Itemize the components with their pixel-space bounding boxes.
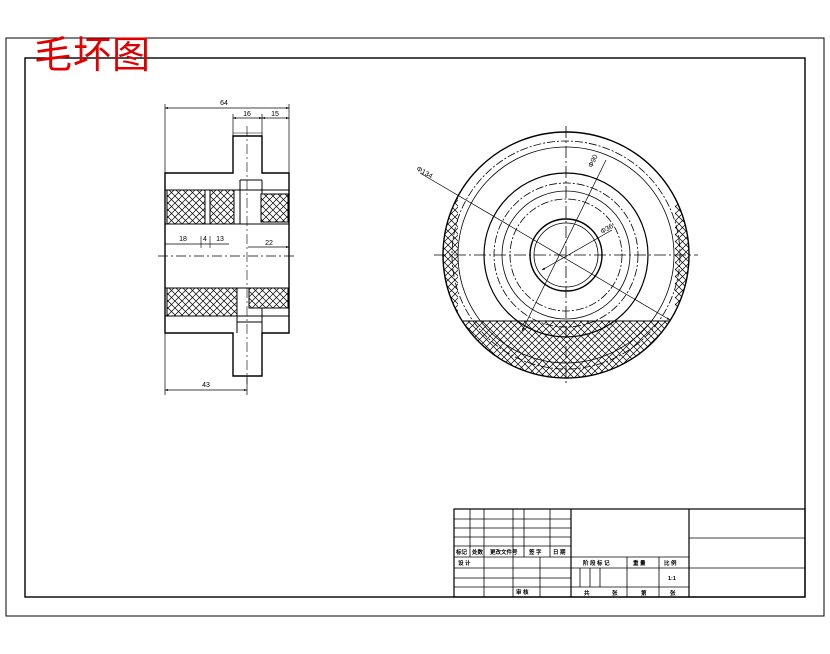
end-dim-texts: Φ134 Φ90 Φ36 [415, 154, 615, 236]
section-dim-texts: 64 16 15 18 4 13 22 43 [179, 100, 279, 389]
rev-header-date: 日 期 [553, 548, 566, 556]
label-sheets-total: 共 [584, 589, 590, 597]
hatch-top-left [166, 189, 206, 225]
rev-header-sign: 签 字 [528, 548, 542, 556]
leader-mid [521, 159, 607, 332]
dim-hub-right: 15 [271, 111, 279, 118]
value-scale: 1:1 [668, 576, 676, 582]
label-sheets-total-unit: 张 [612, 589, 618, 597]
dim-overall-width: 64 [220, 100, 228, 107]
leader-outer [419, 172, 671, 321]
dim-seg-a: 18 [179, 236, 187, 243]
hatch-bot-right [248, 287, 289, 309]
rev-header-file: 更改文件号 [490, 548, 518, 556]
dim-bore-diameter: Φ36 [600, 223, 615, 236]
dim-bore-right: 22 [265, 240, 273, 247]
inner-frame [24, 57, 806, 598]
drawing-title: 毛坏图 [34, 33, 152, 77]
dim-seg-c: 13 [216, 236, 224, 243]
dim-seg-b: 4 [203, 236, 207, 243]
dim-flange-width: 16 [243, 111, 251, 118]
label-stage-mark: 阶 段 标 记 [583, 559, 610, 567]
leader-bore [541, 229, 613, 271]
label-sheet-no: 第 [641, 589, 647, 597]
outer-frame [5, 37, 825, 617]
title-block [453, 508, 806, 598]
end-view [419, 126, 698, 384]
rev-header-mark: 标记 [455, 548, 468, 556]
dim-outer-diameter: Φ134 [415, 166, 434, 181]
hatch-top-right [260, 193, 289, 223]
label-design: 设 计 [458, 559, 471, 567]
dim-bottom-length: 43 [202, 382, 210, 389]
hatch-top-mid [209, 189, 235, 225]
label-weight: 重 量 [633, 559, 646, 567]
end-hatch-right [675, 190, 689, 321]
hatch-bot-left [166, 287, 238, 317]
label-scale: 比 例 [664, 559, 677, 567]
section-view [158, 104, 296, 395]
rev-header-count: 处数 [471, 548, 484, 556]
label-sheet-no-unit: 张 [670, 589, 676, 597]
dim-mid-diameter: Φ90 [588, 154, 600, 169]
label-review: 审 核 [516, 588, 529, 596]
title-block-texts: 标记 处数 更改文件号 签 字 日 期 设 计 审 核 阶 段 标 记 重 量 … [455, 548, 677, 597]
